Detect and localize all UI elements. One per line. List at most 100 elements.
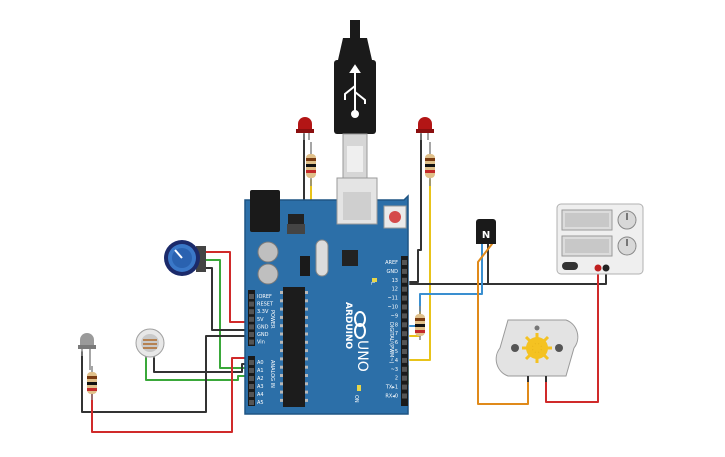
digital-pin-label-7: 8 — [395, 322, 398, 328]
wire-pot-black[interactable] — [204, 267, 253, 331]
digital-pin-hole[interactable] — [402, 375, 407, 381]
resistor-led-right[interactable] — [425, 142, 435, 186]
resistor-transistor-base[interactable] — [415, 306, 425, 340]
red-led-right[interactable] — [416, 117, 434, 140]
chip-pin — [280, 349, 283, 353]
digital-pin-label-10: ~5 — [391, 349, 398, 355]
wire-led-small-black[interactable] — [81, 335, 253, 413]
power-supply[interactable] — [556, 203, 644, 275]
power-pin-hole[interactable] — [249, 294, 254, 299]
digital-pin-hole[interactable] — [402, 295, 407, 301]
chip-pin — [305, 349, 308, 353]
power-pin-hole[interactable] — [249, 324, 254, 330]
power-pin-hole[interactable] — [249, 339, 254, 345]
chip-pin — [280, 299, 283, 303]
led-indicator-l — [372, 278, 377, 282]
chip-pin — [280, 307, 283, 311]
digital-header — [401, 256, 408, 406]
terminal-negative[interactable] — [602, 264, 610, 272]
digital-pin-hole[interactable] — [402, 268, 407, 274]
digital-pin-hole[interactable] — [402, 277, 407, 283]
chip-pin — [305, 324, 308, 328]
wire-led-small-red[interactable] — [91, 357, 253, 433]
analog-pin-hole[interactable] — [249, 392, 254, 397]
wire-led-right-yellow[interactable] — [409, 179, 431, 361]
wire-motor-red[interactable] — [545, 269, 599, 403]
power-switch[interactable] — [562, 262, 578, 270]
analog-pin-hole[interactable] — [249, 400, 254, 405]
wire-pot-red[interactable] — [204, 251, 253, 323]
analog-pin-label-4: A4 — [257, 392, 264, 398]
digital-pin-label-8: 7 — [395, 331, 398, 337]
digital-pin-hole[interactable] — [402, 357, 407, 363]
terminal-positive[interactable] — [594, 264, 602, 272]
npn-transistor[interactable]: N — [476, 219, 496, 244]
power-section-label: POWER — [269, 310, 275, 329]
analog-pin-hole[interactable] — [249, 376, 254, 381]
analog-pin-label-0: A0 — [257, 360, 264, 366]
resistor-led-left[interactable] — [306, 142, 316, 186]
digital-pin-hole[interactable] — [402, 349, 407, 354]
wire-ldr-green[interactable] — [145, 355, 253, 381]
microcontroller-chip — [283, 287, 305, 407]
red-led-left[interactable] — [296, 117, 314, 140]
board-model: UNO — [354, 340, 370, 372]
analog-pin-hole[interactable] — [249, 360, 254, 365]
chip-pin — [305, 382, 308, 386]
digital-pin-hole[interactable] — [402, 286, 407, 292]
digital-pin-hole[interactable] — [402, 313, 407, 319]
digital-pin-label-2: 13 — [392, 278, 398, 284]
wire-led-right-black[interactable] — [409, 133, 422, 283]
digital-pin-hole[interactable] — [402, 384, 407, 390]
chip-pin — [280, 324, 283, 328]
digital-pin-hole[interactable] — [402, 331, 407, 337]
digital-pin-hole[interactable] — [402, 366, 407, 372]
capacitor-1 — [257, 241, 279, 263]
analog-pin-hole[interactable] — [249, 368, 254, 373]
digital-pin-hole[interactable] — [402, 304, 407, 310]
digital-pin-label-13: 2 — [395, 376, 398, 382]
digital-pin-label-12: ~3 — [391, 367, 398, 373]
power-pin-label-6: Vin — [257, 340, 265, 346]
potentiometer[interactable] — [164, 240, 206, 276]
chip-pin — [305, 340, 308, 344]
chip-pin — [280, 332, 283, 336]
wire-transistor-orange[interactable] — [477, 243, 529, 405]
chip-pins-right — [305, 291, 308, 402]
analog-pin-hole[interactable] — [249, 384, 254, 389]
chip-pin — [305, 390, 308, 394]
l-label: L — [369, 282, 375, 285]
chip-pin — [305, 332, 308, 336]
chip-pin — [280, 315, 283, 319]
power-pin-hole[interactable] — [249, 316, 254, 322]
chip-pin — [305, 398, 308, 402]
digital-pin-hole[interactable] — [402, 393, 407, 399]
digital-pin-hole[interactable] — [402, 260, 407, 265]
on-label: ON — [353, 395, 359, 403]
wire-pot-green[interactable] — [204, 259, 253, 369]
digital-pin-label-6: ~9 — [391, 313, 398, 319]
dc-motor[interactable] — [495, 319, 579, 382]
wire-gnd-supply[interactable] — [409, 269, 607, 285]
gray-led[interactable] — [78, 333, 96, 370]
digital-pin-label-11: 4 — [395, 358, 398, 364]
resistor-led-small[interactable] — [87, 366, 97, 400]
smd-chip — [342, 250, 358, 266]
chip-pin — [280, 365, 283, 369]
photoresistor[interactable] — [135, 328, 165, 358]
power-pin-hole[interactable] — [249, 332, 254, 337]
power-pin-label-4: GND — [257, 324, 269, 330]
usb-cable[interactable] — [334, 20, 376, 179]
arduino-logo — [354, 311, 366, 339]
chip-pin — [280, 340, 283, 344]
chip-pin — [305, 374, 308, 377]
digital-section-label: DIGITAL (PWM~) — [388, 322, 394, 364]
digital-pin-hole[interactable] — [402, 322, 407, 328]
power-pin-hole[interactable] — [249, 301, 254, 307]
power-pin-hole[interactable] — [249, 309, 254, 315]
arduino-board[interactable]: ARDUINO UNO ON L POWER ANALOG IN DIGITAL… — [244, 177, 409, 415]
digital-pin-hole[interactable] — [402, 340, 407, 346]
